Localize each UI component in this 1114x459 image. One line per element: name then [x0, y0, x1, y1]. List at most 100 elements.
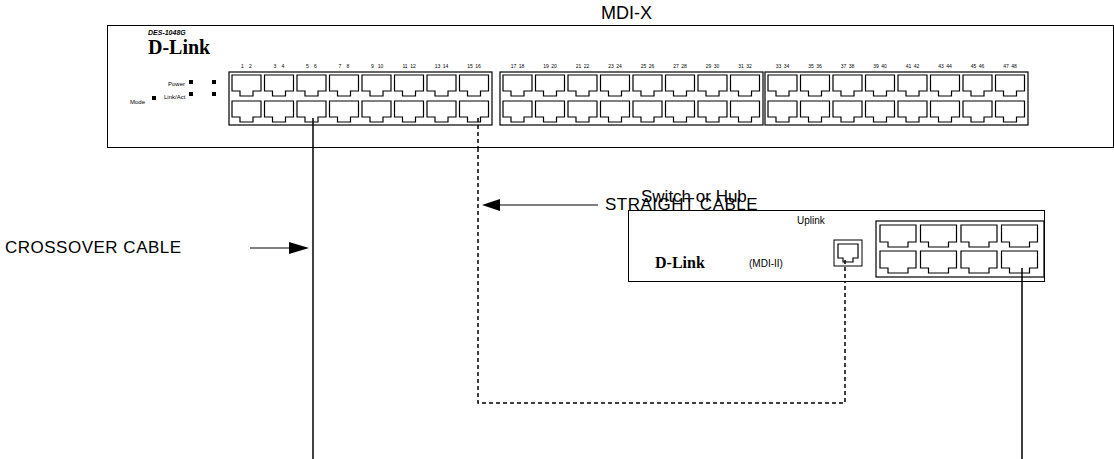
port-number: 24 [616, 64, 622, 69]
rj45-port [961, 225, 997, 247]
port-number: 18 [519, 64, 525, 69]
cable-line [1021, 268, 1023, 459]
rj45-port [731, 101, 760, 122]
port-number: 22 [584, 64, 590, 69]
port-number: 8 [347, 64, 350, 69]
straight-cable-stub [477, 118, 479, 148]
rj45-port [731, 75, 760, 96]
port-number: 14 [443, 64, 449, 69]
brand-logo: D-Link [148, 37, 210, 57]
switch-or-hub: Switch or HubD-LinkUplink(MDI-II) [628, 210, 1045, 282]
port-group-frame [500, 72, 763, 125]
rj45-port [601, 75, 630, 96]
port-number: 47 [1003, 64, 1009, 69]
rj45-port [265, 75, 294, 96]
port-number: 2 [249, 64, 252, 69]
rj45-port [833, 101, 862, 122]
port-number: 48 [1011, 64, 1017, 69]
rj45-port [666, 101, 695, 122]
cable-label: STRAIGHT CABLE [605, 196, 758, 213]
port-number: 21 [576, 64, 582, 69]
pointer-head [289, 242, 309, 254]
port-number: 26 [649, 64, 655, 69]
port-number: 32 [746, 64, 752, 69]
rj45-port [503, 101, 532, 122]
rj45-port [931, 101, 960, 122]
port-number: 4 [282, 64, 285, 69]
rj45-port [921, 251, 957, 273]
port-label: Uplink [797, 216, 825, 226]
rj45-port [568, 101, 597, 122]
rj45-port [536, 101, 565, 122]
rj45-port [880, 225, 916, 247]
rj45-port [921, 225, 957, 247]
port-number: 6 [314, 64, 317, 69]
port-array [229, 72, 1044, 277]
rj45-port [427, 75, 456, 96]
rj45-port [866, 101, 895, 122]
port-number: 28 [681, 64, 687, 69]
rj45-port [297, 75, 326, 96]
port-number: 3 [274, 64, 277, 69]
rj45-port [633, 101, 662, 122]
port-number: 13 [435, 64, 441, 69]
rj45-port [996, 75, 1025, 96]
port-number: 46 [979, 64, 985, 69]
brand-logo: D-Link [655, 255, 705, 271]
rj45-port [1002, 225, 1038, 247]
rj45-port [666, 75, 695, 96]
port-mode-heading: MDI-X [601, 4, 652, 22]
rj45-port [898, 75, 927, 96]
uplink-frame [834, 240, 862, 266]
led-label: Mode [130, 99, 145, 105]
port-number: 15 [467, 64, 473, 69]
straight-cable [478, 148, 845, 403]
rj45-port [931, 75, 960, 96]
pointer-line [250, 247, 292, 248]
rj45-port [1002, 251, 1038, 273]
port-number: 42 [914, 64, 920, 69]
cable-label: CROSSOVER CABLE [5, 239, 182, 256]
port-number: 9 [371, 64, 374, 69]
rj45-port [330, 75, 359, 96]
port-number: 35 [808, 64, 814, 69]
rj45-port [362, 75, 391, 96]
rj45-port [898, 101, 927, 122]
rj45-port [330, 101, 359, 122]
rj45-port [297, 101, 326, 122]
rj45-port [460, 101, 489, 122]
pointer-head [482, 199, 500, 211]
port-label: (MDI-II) [749, 259, 783, 269]
pointer-line [496, 204, 598, 205]
rj45-port [601, 101, 630, 122]
port-group-frame [876, 221, 1044, 277]
rj45-port [963, 101, 992, 122]
main-switch: MDI-XDES-1048GD-LinkPowerModeLink/Act [107, 25, 1114, 148]
port-number: 16 [475, 64, 481, 69]
rj45-port [362, 101, 391, 122]
led-indicators [152, 80, 216, 100]
rj45-port [801, 75, 830, 96]
port-group-frame [765, 72, 1028, 125]
rj45-port [698, 75, 727, 96]
led-label: Power [168, 81, 185, 87]
rj45-port [880, 251, 916, 273]
rj45-port [232, 101, 261, 122]
port-number: 5 [306, 64, 309, 69]
rj45-port [568, 75, 597, 96]
port-number: 41 [906, 64, 912, 69]
port-number: 39 [873, 64, 879, 69]
port-number: 36 [816, 64, 822, 69]
rj45-port [768, 75, 797, 96]
rj45-port [232, 75, 261, 96]
port-number: 20 [551, 64, 557, 69]
rj45-port [265, 101, 294, 122]
port-number: 12 [410, 64, 416, 69]
port-number: 25 [641, 64, 647, 69]
port-number: 43 [938, 64, 944, 69]
port-number: 31 [738, 64, 744, 69]
rj45-port [961, 251, 997, 273]
rj45-port [963, 75, 992, 96]
rj45-port [536, 75, 565, 96]
port-number: 45 [971, 64, 977, 69]
